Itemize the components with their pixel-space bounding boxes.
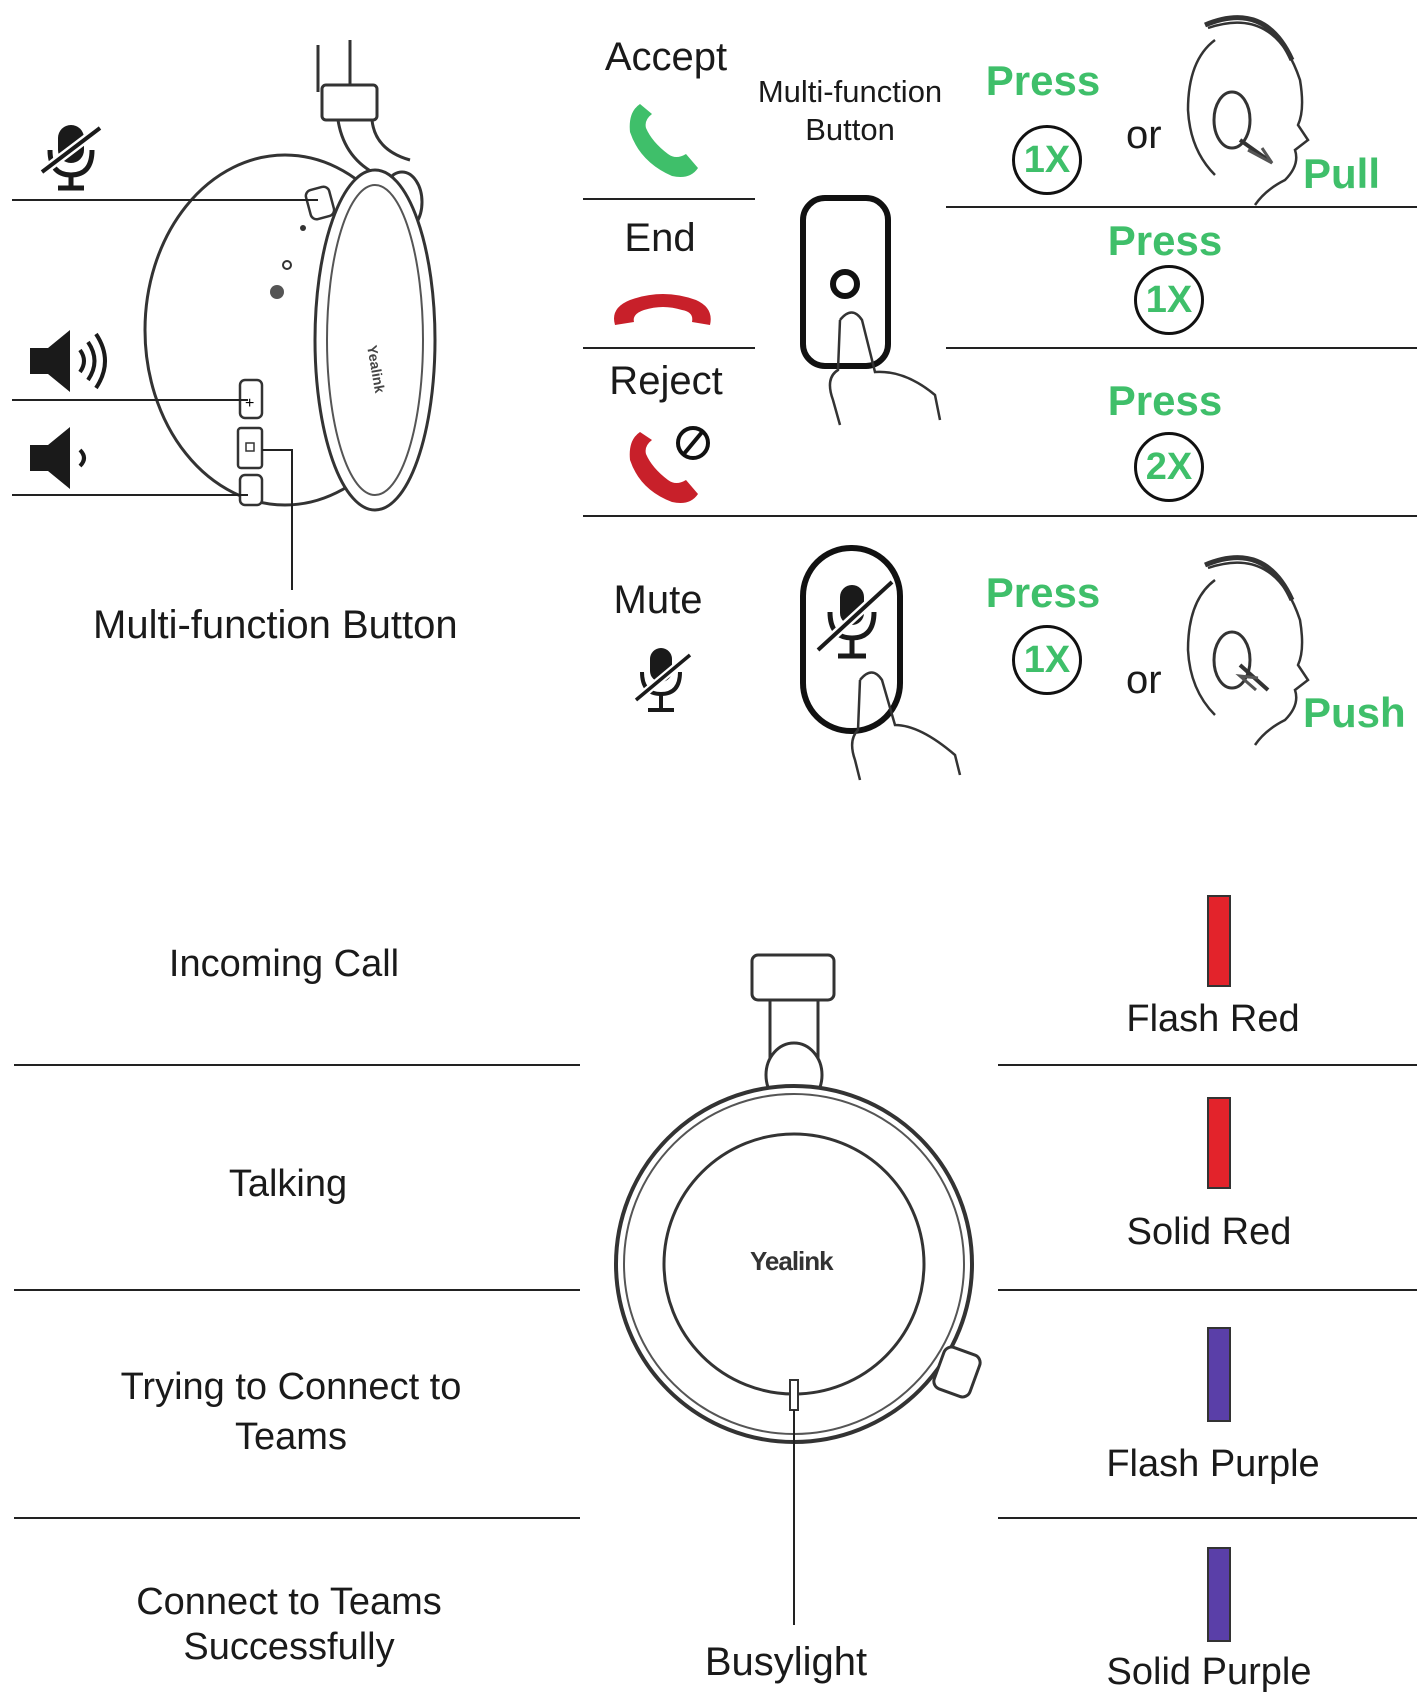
mute-1x-text: 1X <box>1023 638 1071 681</box>
mute-or-label: or <box>1126 658 1162 702</box>
busylight-headset-drawing <box>614 953 982 1625</box>
action-accept-label: Accept <box>604 35 728 79</box>
status-divider-right-3 <box>998 1517 1417 1519</box>
reject-2x-badge: 2X <box>1134 432 1204 502</box>
accept-1x-text: 1X <box>1023 138 1071 181</box>
mf-button-caption-line1: Multi-function <box>757 74 943 109</box>
led-solid-red <box>1207 1097 1231 1189</box>
status-divider-left-3 <box>14 1517 580 1519</box>
reject-press-label: Press <box>1107 377 1223 424</box>
push-label: Push <box>1303 689 1406 736</box>
led-flash-purple <box>1207 1327 1231 1422</box>
state-incoming-call-label: Incoming Call <box>168 943 400 985</box>
action-reject-label: Reject <box>609 359 723 403</box>
end-1x-text: 1X <box>1145 278 1193 321</box>
light-solid-purple-label: Solid Purple <box>1106 1651 1312 1693</box>
mute-small-icon <box>633 648 693 712</box>
divider-reject-mute <box>583 515 1417 517</box>
busylight-brand-logo: Yealink <box>750 1246 834 1276</box>
svg-text:+: + <box>245 395 254 412</box>
mute-button-illustration <box>800 545 962 781</box>
divider-end-reject-right <box>946 347 1417 349</box>
led-flash-red <box>1207 895 1231 987</box>
accept-or-label: or <box>1126 113 1162 157</box>
pull-label: Pull <box>1303 150 1381 197</box>
mute-icon <box>39 124 103 191</box>
headset-side-diagram: + Yealink Multi-function <box>0 0 560 660</box>
mf-button-caption-line2: Button <box>805 112 895 147</box>
status-divider-right-2 <box>998 1289 1417 1291</box>
state-connected-label-2: Successfully <box>183 1626 395 1668</box>
multi-function-button-callout: Multi-function Button <box>93 603 458 647</box>
action-end-label: End <box>624 216 696 260</box>
call-control-graphics <box>614 15 1310 781</box>
status-divider-left-2 <box>14 1289 580 1291</box>
accept-press-label: Press <box>985 57 1101 104</box>
state-talking-label: Talking <box>228 1163 348 1205</box>
divider-accept-end <box>583 198 755 200</box>
status-divider-left-1 <box>14 1064 580 1066</box>
busylight-headset-diagram: Yealink <box>600 940 1000 1660</box>
light-solid-red-label: Solid Red <box>1126 1211 1292 1253</box>
accept-phone-icon <box>629 104 698 177</box>
multi-function-button-illustration <box>800 195 942 426</box>
head-push-illustration <box>1186 555 1310 746</box>
status-divider-right-1 <box>998 1064 1417 1066</box>
state-trying-connect-label-1: Trying to Connect to <box>120 1366 462 1408</box>
end-1x-badge: 1X <box>1134 265 1204 335</box>
mute-1x-badge: 1X <box>1012 625 1082 695</box>
headset-side-drawing: + <box>12 40 437 590</box>
head-pull-illustration <box>1186 15 1310 206</box>
state-connected-label-1: Connect to Teams <box>136 1581 442 1623</box>
divider-accept-end-right <box>946 206 1417 208</box>
reject-phone-icon <box>629 426 710 503</box>
light-flash-red-label: Flash Red <box>1126 998 1300 1040</box>
accept-1x-badge: 1X <box>1012 125 1082 195</box>
led-solid-purple <box>1207 1547 1231 1642</box>
busylight-label: Busylight <box>704 1640 868 1684</box>
light-flash-purple-label: Flash Purple <box>1106 1443 1320 1485</box>
volume-down-icon <box>30 427 86 489</box>
end-phone-icon <box>614 294 711 325</box>
mute-press-label: Press <box>985 569 1101 616</box>
reject-2x-text: 2X <box>1145 445 1193 488</box>
action-mute-label: Mute <box>613 578 703 622</box>
end-press-label: Press <box>1107 217 1223 264</box>
state-trying-connect-label-2: Teams <box>235 1416 347 1458</box>
volume-up-icon <box>30 330 107 392</box>
divider-end-reject <box>583 347 755 349</box>
